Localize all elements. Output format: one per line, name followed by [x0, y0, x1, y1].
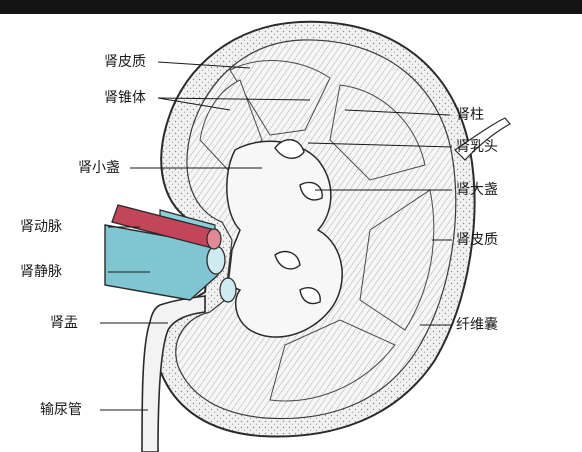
label-renal-column: 肾柱	[456, 107, 484, 123]
label-renal-cortex-right: 肾皮质	[456, 232, 498, 248]
label-renal-artery: 肾动脉	[20, 219, 62, 235]
label-minor-calyx: 肾小盏	[78, 160, 120, 176]
label-fibrous-capsule: 纤维囊	[456, 317, 498, 333]
renal-sinus	[226, 140, 343, 338]
capsule-flap	[454, 117, 511, 161]
minor-calyces	[274, 139, 323, 305]
ureter-shape	[141, 295, 206, 452]
label-renal-pyramid: 肾锥体	[104, 90, 146, 106]
label-major-calyx: 肾大盏	[456, 182, 498, 198]
leader-lines	[100, 61, 501, 411]
top-bar	[0, 0, 582, 14]
label-renal-papilla: 肾乳头	[456, 139, 498, 155]
renal-artery-shape	[111, 204, 222, 250]
label-renal-vein: 肾静脉	[20, 264, 62, 280]
label-renal-pelvis: 肾盂	[50, 315, 78, 331]
label-renal-cortex: 肾皮质	[104, 54, 146, 70]
label-ureter: 输尿管	[40, 402, 82, 418]
